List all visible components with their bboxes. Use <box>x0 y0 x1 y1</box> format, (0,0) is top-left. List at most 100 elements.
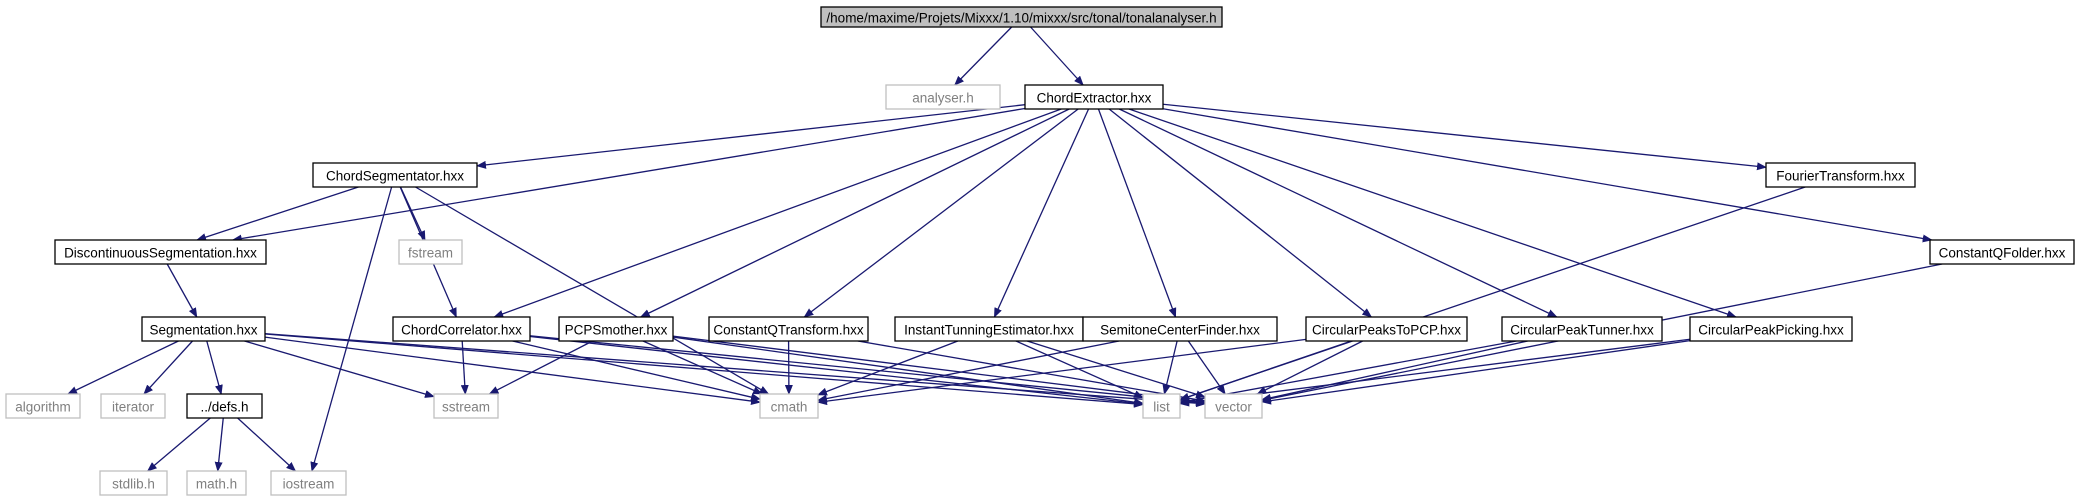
node-label: fstream <box>408 246 453 261</box>
node-circularpeaktunner[interactable]: CircularPeakTunner.hxx <box>1501 316 1663 342</box>
node-defs[interactable]: ../defs.h <box>186 393 263 419</box>
node-box <box>141 316 266 342</box>
node-box <box>1204 393 1263 419</box>
node-fouriertransform[interactable]: FourierTransform.hxx <box>1765 162 1916 188</box>
edge-chordextractor-to-constantqfolder <box>1162 108 1933 243</box>
edge-chordcorrelator-to-sstream <box>460 340 469 395</box>
node-box <box>1024 84 1164 110</box>
edge-chordextractor-to-circularpeakpicking <box>1128 108 1737 318</box>
edge-segmentation-to-iterator <box>143 340 193 395</box>
node-label: stdlib.h <box>112 477 155 492</box>
node-label: Segmentation.hxx <box>149 323 257 338</box>
node-box <box>99 470 168 496</box>
edge-chordextractor-to-constantqtransform <box>803 108 1079 318</box>
edge-semitonecenter-to-vector <box>1187 340 1226 395</box>
node-box <box>1142 393 1181 419</box>
node-cmath: cmath <box>759 393 819 419</box>
edge-defs-to-iostream <box>237 417 297 472</box>
edge-chordsegmentator-to-discontinuous <box>196 186 359 241</box>
node-box <box>885 84 1001 110</box>
edge-defs-to-mathh <box>214 417 224 472</box>
node-box <box>392 316 531 342</box>
node-label: /home/maxime/Projets/Mixxx/1.10/mixxx/sr… <box>826 11 1216 26</box>
edge-pcpsmother-to-cmath <box>642 340 763 395</box>
node-constantqtransform[interactable]: ConstantQTransform.hxx <box>708 316 869 342</box>
edge-circularpeaktunner-to-list <box>1179 340 1517 405</box>
node-box <box>186 393 263 419</box>
node-label: PCPSmother.hxx <box>565 323 668 338</box>
node-label: ChordSegmentator.hxx <box>326 169 464 184</box>
node-box <box>100 393 166 419</box>
node-box <box>894 316 1084 342</box>
edge-discontinuous-to-segmentation <box>166 263 198 318</box>
edge-pcpsmother-to-vector <box>672 335 1206 406</box>
edge-root-to-chordextractor <box>1030 26 1084 86</box>
node-box <box>186 470 247 496</box>
edge-chordextractor-to-chordsegmentator <box>476 104 1026 169</box>
edge-chordextractor-to-circularpeakstopcp <box>1108 108 1373 318</box>
node-label: CircularPeakTunner.hxx <box>1510 323 1654 338</box>
node-circularpeakpicking[interactable]: CircularPeakPicking.hxx <box>1689 316 1853 342</box>
edge-instanttunning-to-cmath <box>817 340 959 396</box>
node-instanttunning[interactable]: InstantTunningEstimator.hxx <box>894 316 1084 342</box>
node-label: DiscontinuousSegmentation.hxx <box>64 246 257 261</box>
node-label: iostream <box>283 477 335 492</box>
node-box <box>820 6 1223 28</box>
node-pcpsmother[interactable]: PCPSmother.hxx <box>558 316 674 342</box>
edge-segmentation-to-algorithm <box>67 340 179 395</box>
edge-chordextractor-to-fouriertransform <box>1162 103 1767 171</box>
node-discontinuous[interactable]: DiscontinuousSegmentation.hxx <box>54 239 267 265</box>
node-label: CircularPeakPicking.hxx <box>1698 323 1844 338</box>
node-segmentation[interactable]: Segmentation.hxx <box>141 316 266 342</box>
edge-chordcorrelator-to-list <box>529 335 1144 407</box>
node-label: iterator <box>112 400 155 415</box>
node-label: CircularPeaksToPCP.hxx <box>1312 323 1461 338</box>
node-box <box>312 162 478 188</box>
node-chordcorrelator[interactable]: ChordCorrelator.hxx <box>392 316 531 342</box>
edge-segmentation-to-cmath <box>264 336 761 405</box>
edge-circularpeakpicking-to-vector <box>1261 339 1691 405</box>
node-label: list <box>1153 400 1170 415</box>
node-label: ConstantQTransform.hxx <box>713 323 864 338</box>
node-semitonecenter[interactable]: SemitoneCenterFinder.hxx <box>1082 316 1278 342</box>
edge-segmentation-to-vector <box>264 332 1206 408</box>
edge-chordextractor-to-pcpsmother <box>639 108 1070 318</box>
edge-fouriertransform-to-list <box>1179 186 1806 401</box>
edge-constantqtransform-to-vector <box>857 340 1206 404</box>
node-box <box>54 239 267 265</box>
node-label: ChordExtractor.hxx <box>1037 91 1152 106</box>
node-box <box>1082 316 1278 342</box>
edge-semitonecenter-to-list <box>1162 340 1178 395</box>
edge-segmentation-to-defs <box>206 340 223 395</box>
node-box <box>1765 162 1916 188</box>
node-constantqfolder[interactable]: ConstantQFolder.hxx <box>1929 239 2075 265</box>
edge-chordextractor-to-chordcorrelator <box>493 108 1062 318</box>
node-root: /home/maxime/Projets/Mixxx/1.10/mixxx/sr… <box>820 6 1223 28</box>
edge-segmentation-to-list <box>264 333 1144 408</box>
node-label: InstantTunningEstimator.hxx <box>904 323 1074 338</box>
node-label: ChordCorrelator.hxx <box>401 323 522 338</box>
edge-pcpsmother-to-sstream <box>488 340 593 395</box>
node-sstream: sstream <box>433 393 499 419</box>
edge-instanttunning-to-vector <box>1026 340 1206 399</box>
node-box <box>5 393 81 419</box>
node-box <box>1305 316 1468 342</box>
node-circularpeakstopcp[interactable]: CircularPeaksToPCP.hxx <box>1305 316 1468 342</box>
node-analyser: analyser.h <box>885 84 1001 110</box>
node-box <box>270 470 347 496</box>
node-box <box>398 239 463 265</box>
node-label: FourierTransform.hxx <box>1776 169 1905 184</box>
nodes-layer: /home/maxime/Projets/Mixxx/1.10/mixxx/sr… <box>5 6 2075 496</box>
edge-chordsegmentator-to-iostream <box>310 186 393 472</box>
node-box <box>708 316 869 342</box>
node-iostream: iostream <box>270 470 347 496</box>
node-vector: vector <box>1204 393 1263 419</box>
node-iterator: iterator <box>100 393 166 419</box>
node-label: ../defs.h <box>200 400 248 415</box>
node-stdlib: stdlib.h <box>99 470 168 496</box>
node-chordextractor[interactable]: ChordExtractor.hxx <box>1024 84 1164 110</box>
node-box <box>558 316 674 342</box>
node-box <box>433 393 499 419</box>
node-chordsegmentator[interactable]: ChordSegmentator.hxx <box>312 162 478 188</box>
node-label: sstream <box>442 400 490 415</box>
